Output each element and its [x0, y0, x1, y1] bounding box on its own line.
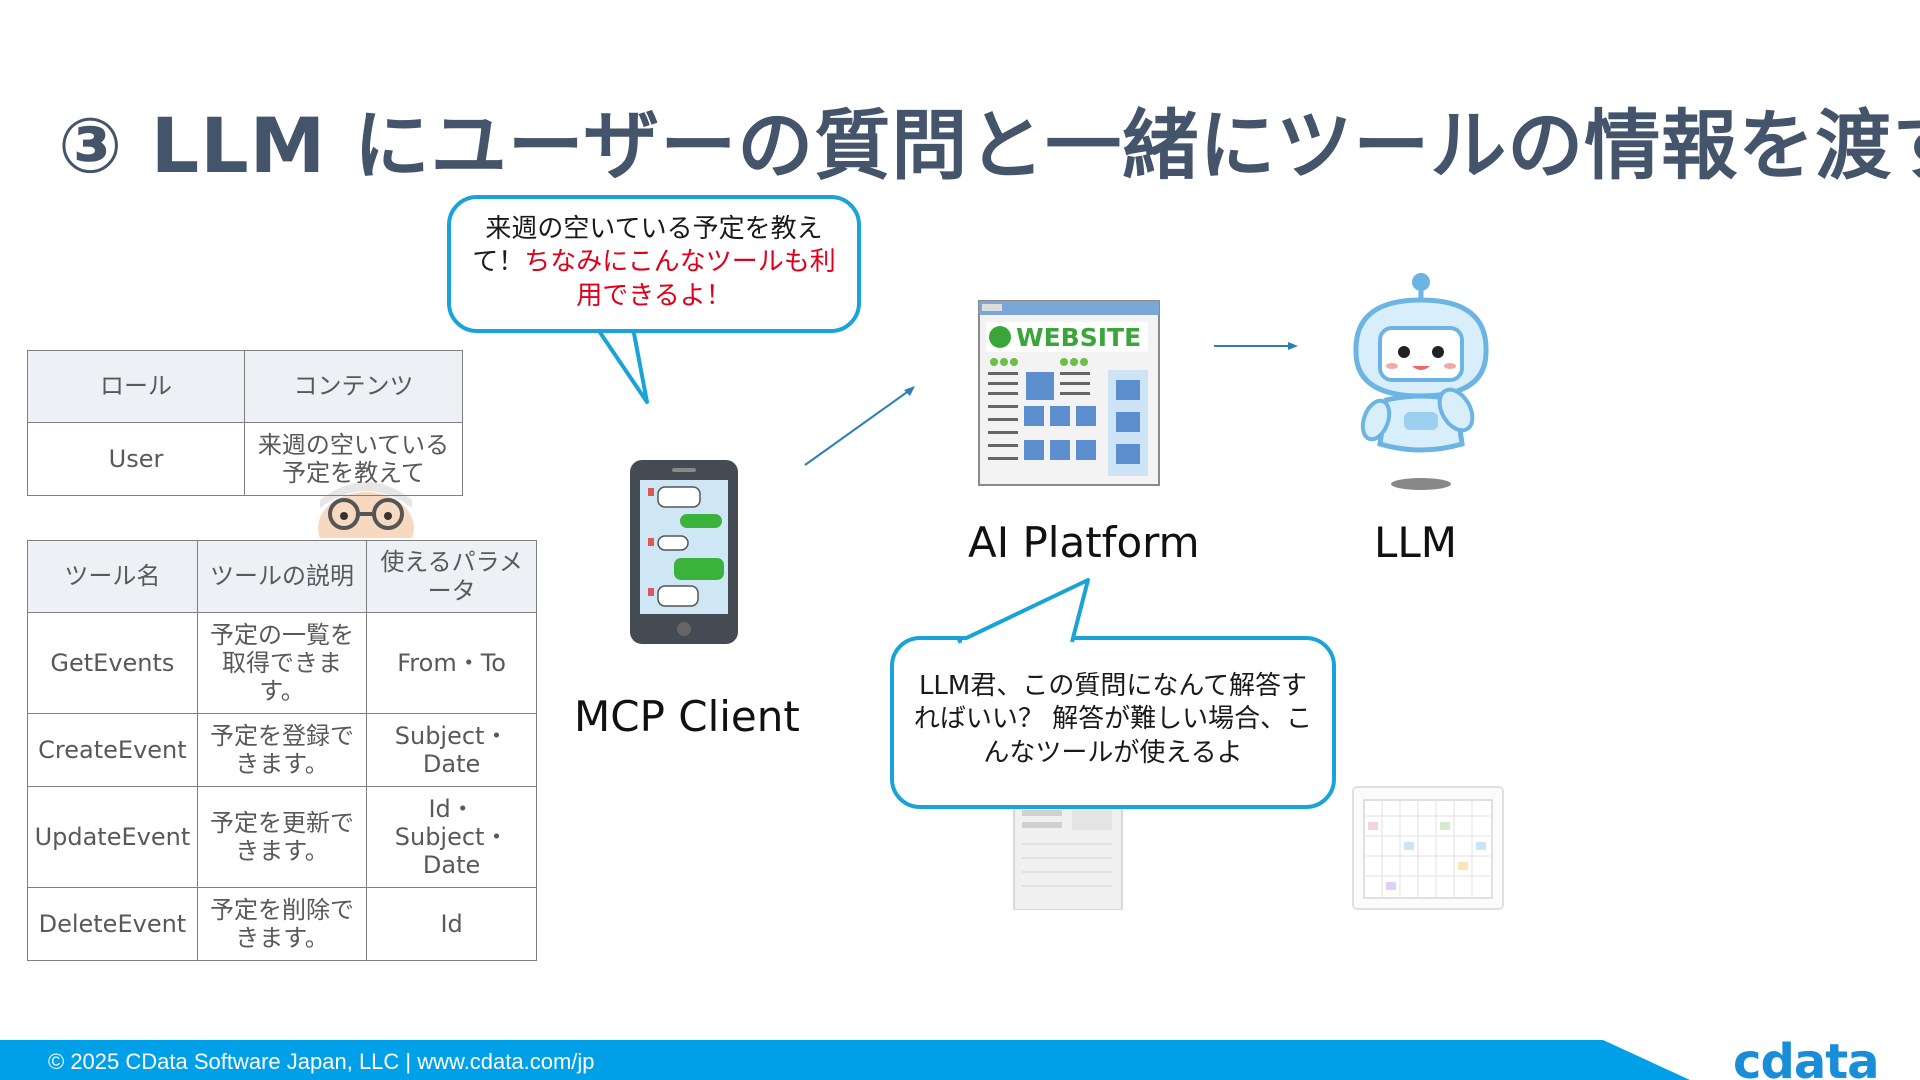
tool-name-cell: GetEvents	[27, 612, 198, 714]
tool-name-cell: UpdateEvent	[27, 786, 198, 888]
user-speech-bubble: 来週の空いている予定を教えて！ちなみにこんなツールも利用できるよ！	[447, 195, 861, 333]
bubble-user-tail	[595, 326, 649, 404]
smartphone-chat-icon	[630, 460, 738, 644]
tool-desc-cell: 予定の一覧を取得できます。	[196, 612, 368, 714]
footer-bar	[0, 1040, 1690, 1080]
cdata-logo: cdata	[1733, 1034, 1880, 1080]
tool-name-cell: CreateEvent	[27, 713, 198, 787]
tool-desc-header: ツールの説明	[196, 540, 368, 613]
tool-params-cell: From・To	[366, 612, 537, 714]
footer-copyright: © 2025 CData Software Japan, LLC | www.c…	[48, 1049, 595, 1074]
llm-label: LLM	[1374, 518, 1458, 567]
slide-title: ③ LLM にユーザーの質問と一緒にツールの情報を渡す	[58, 101, 1920, 190]
bubble-user-highlight: ちなみにこんなツールも利用できるよ！	[524, 247, 836, 311]
server-icon	[1013, 800, 1123, 910]
arrow-client-to-platform	[804, 386, 915, 466]
tool-params-header: 使えるパラメータ	[366, 540, 537, 613]
table-row: DeleteEvent 予定を削除できます。 Id	[27, 887, 537, 961]
arrow-platform-to-llm	[1214, 342, 1298, 350]
table-row: GetEvents 予定の一覧を取得できます。 From・To	[27, 612, 537, 714]
content-cell: 来週の空いている予定を教えて	[244, 422, 463, 496]
role-cell: User	[27, 422, 245, 496]
role-table: ロール コンテンツ User 来週の空いている予定を教えて	[27, 350, 463, 496]
bubble-platform-tail	[957, 578, 1090, 644]
bubble-platform-text: LLM君、この質問になんて解答すればいい？ 解答が難しい場合、こんなツールが使え…	[913, 671, 1313, 768]
tool-table: ツール名 ツールの説明 使えるパラメータ GetEvents 予定の一覧を取得で…	[27, 540, 537, 961]
bubble-user-text: 来週の空いている予定を教えて！	[472, 214, 823, 278]
mcp-client-label: MCP Client	[574, 692, 800, 741]
ai-platform-label: AI Platform	[968, 518, 1200, 567]
website-text: WEBSITE	[1016, 323, 1141, 352]
tool-desc-cell: 予定を削除できます。	[196, 887, 368, 961]
website-icon: WEBSITE	[978, 300, 1160, 486]
platform-speech-bubble: LLM君、この質問になんて解答すればいい？ 解答が難しい場合、こんなツールが使え…	[890, 636, 1336, 809]
tool-name-header: ツール名	[27, 540, 198, 613]
robot-icon	[1353, 273, 1489, 490]
tool-desc-cell: 予定を登録できます。	[196, 713, 368, 787]
tool-params-cell: Subject・Date	[366, 713, 537, 787]
table-row: UpdateEvent 予定を更新できます。 Id・Subject・Date	[27, 786, 537, 888]
content-header: コンテンツ	[244, 350, 463, 423]
role-header: ロール	[27, 350, 245, 423]
calendar-icon	[1352, 786, 1504, 910]
tool-params-cell: Id	[366, 887, 537, 961]
table-row: CreateEvent 予定を登録できます。 Subject・Date	[27, 713, 537, 787]
tool-params-cell: Id・Subject・Date	[366, 786, 537, 888]
tool-name-cell: DeleteEvent	[27, 887, 198, 961]
tool-desc-cell: 予定を更新できます。	[196, 786, 368, 888]
